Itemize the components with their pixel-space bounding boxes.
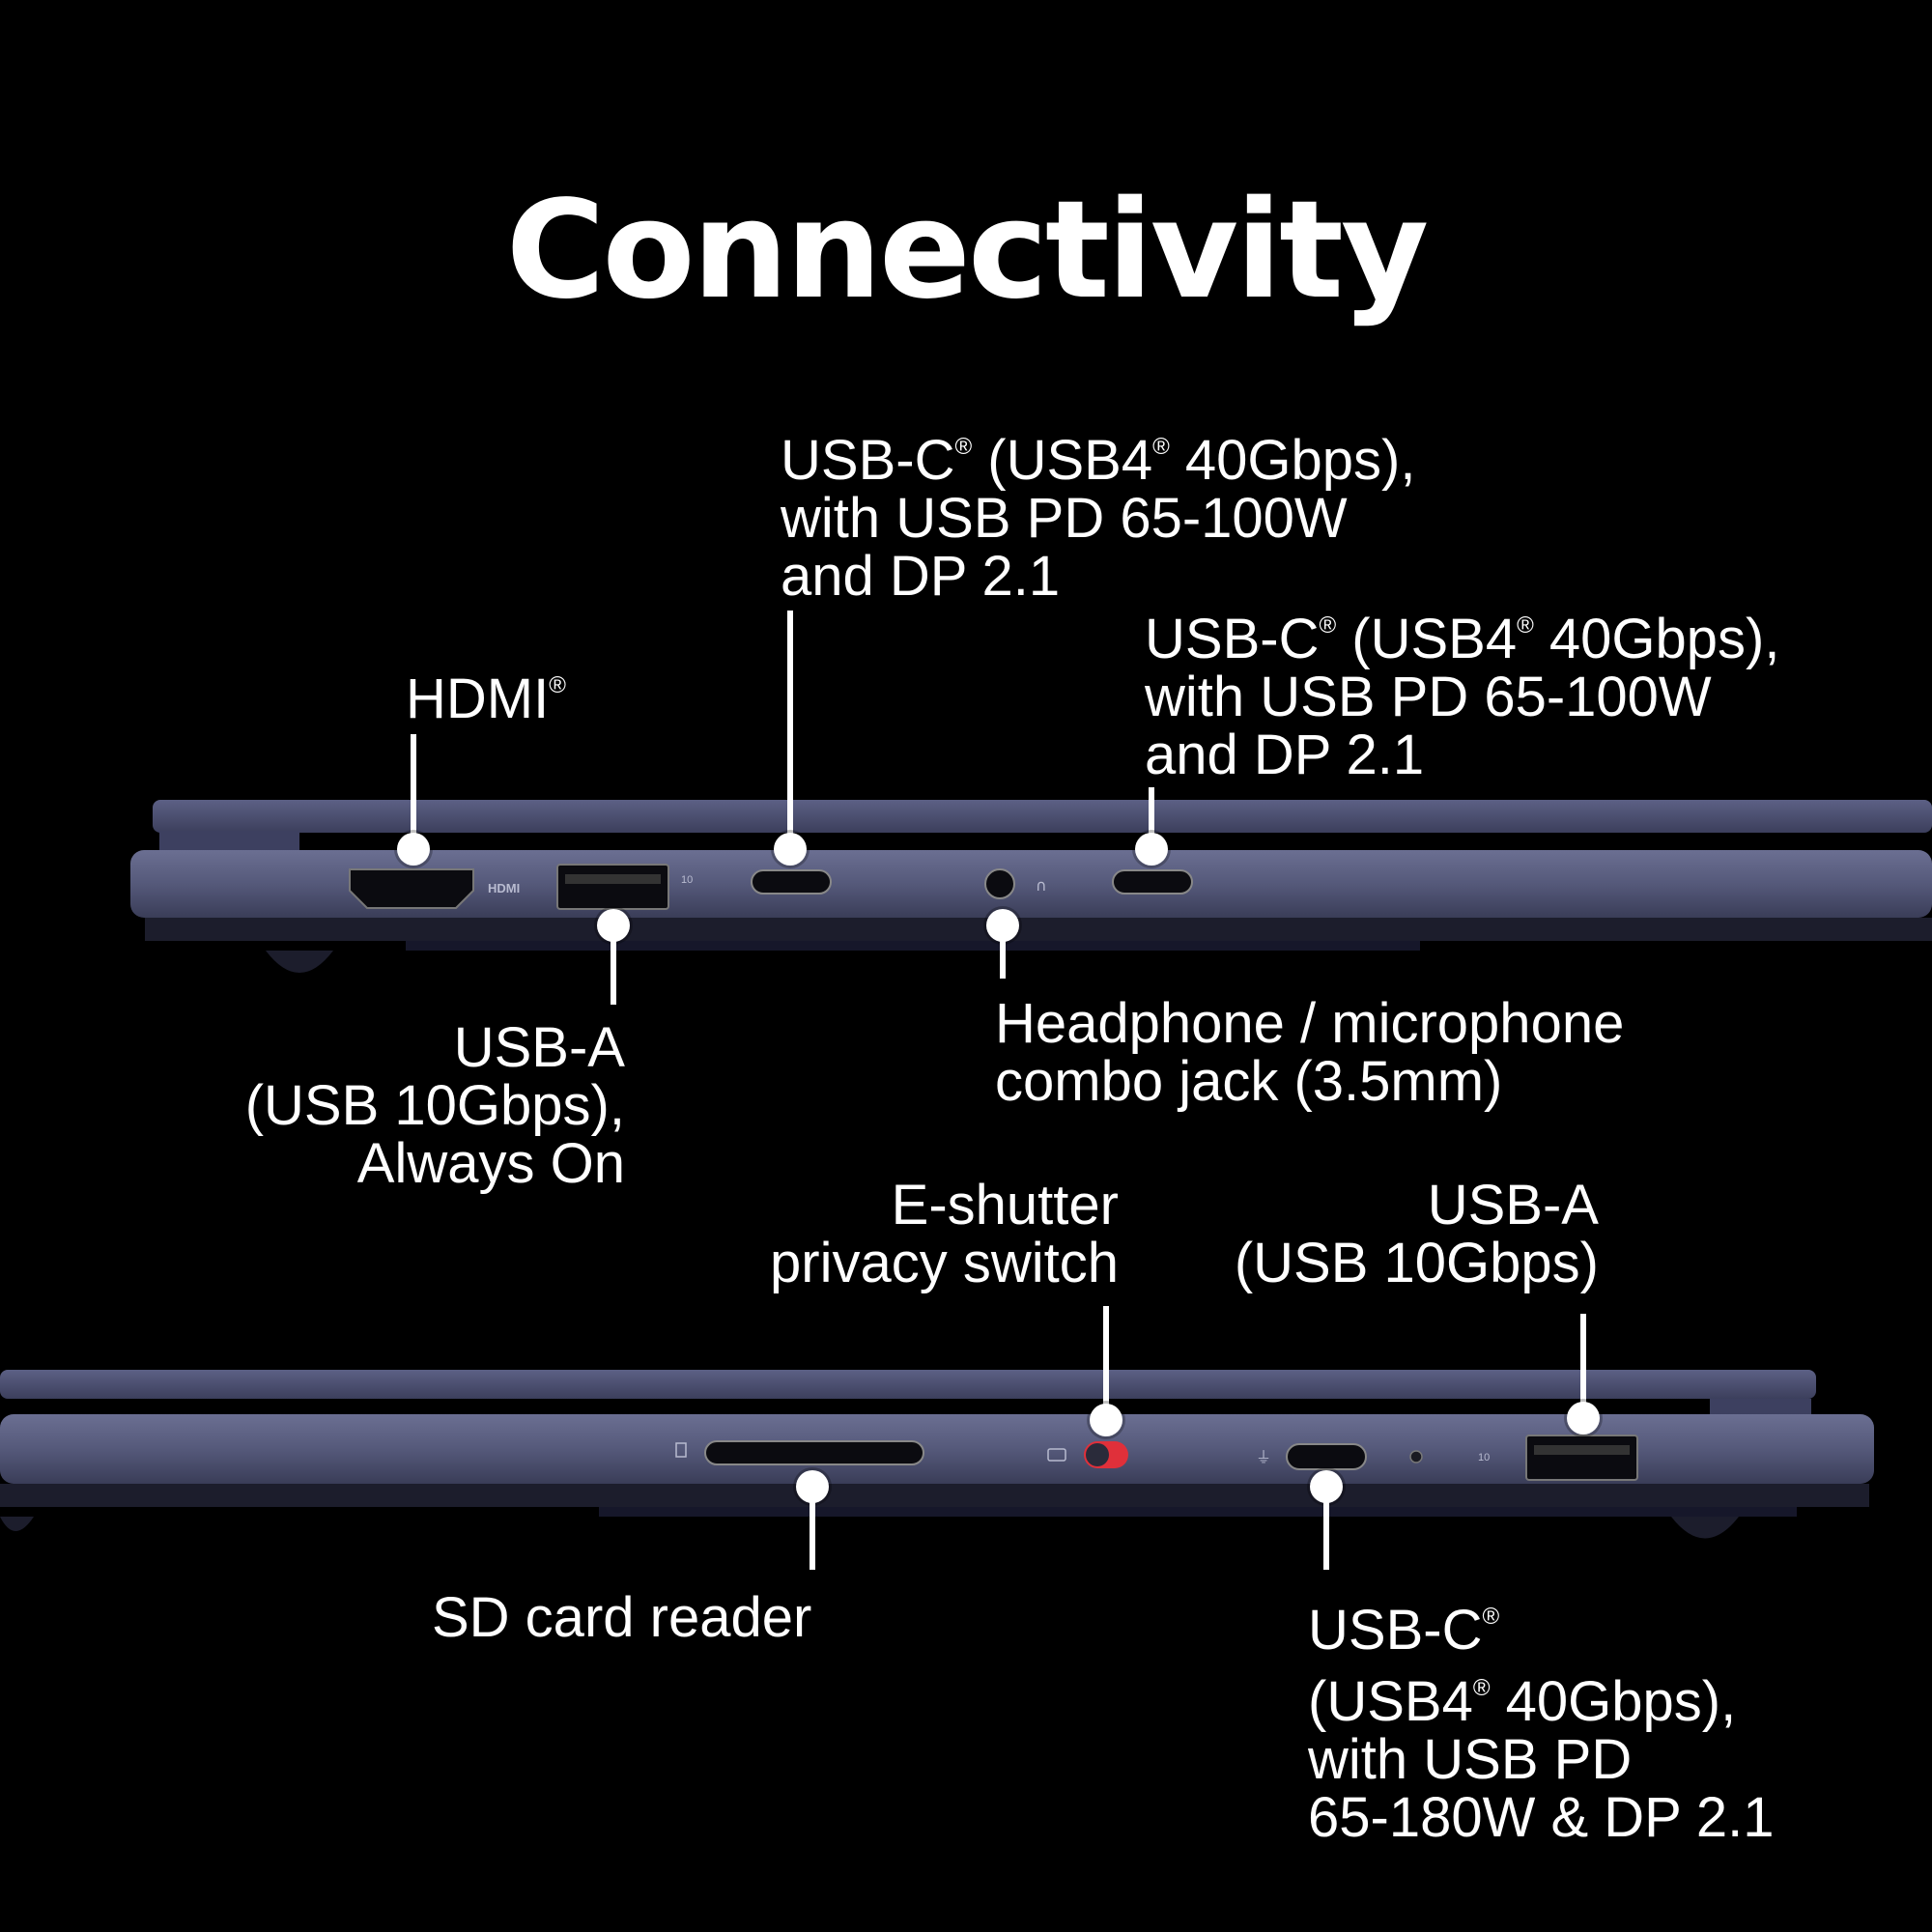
callout-dot-hdmi	[397, 833, 430, 866]
page-title: Connectivity	[505, 172, 1430, 329]
svg-text:10: 10	[1478, 1452, 1490, 1463]
label-usb-c-top-2: USB-C® (USB4® 40Gbps),with USB PD 65-100…	[1145, 608, 1780, 786]
hdmi-marking: HDMI	[488, 881, 520, 895]
audio-jack	[984, 868, 1015, 899]
leader-line-usb-c-bottom	[1323, 1488, 1329, 1570]
callout-dot-eshutter	[1090, 1404, 1122, 1436]
label-sd-card: SD card reader	[432, 1586, 812, 1649]
hdmi-port	[349, 868, 474, 909]
laptop-right-side: ⏚ 10	[0, 1370, 1874, 1539]
label-hdmi: HDMI®	[406, 668, 566, 730]
laptop-left-side: HDMI 10 ∩	[130, 800, 1932, 973]
label-usb-a-bottom: USB-A(USB 10Gbps)	[1234, 1174, 1599, 1294]
svg-text:10: 10	[681, 874, 693, 886]
usb-a-port-right	[1525, 1435, 1638, 1481]
callout-dot-usb-c-top-1	[774, 833, 807, 866]
status-led	[1409, 1450, 1423, 1463]
leader-line-usb-c-top-1	[787, 611, 793, 852]
label-usb-c-top-1: USB-C® (USB4® 40Gbps),with USB PD 65-100…	[781, 429, 1416, 608]
sd-card-slot	[704, 1440, 924, 1465]
leader-line-usb-a-top	[611, 927, 616, 1005]
leader-line-eshutter	[1103, 1306, 1109, 1420]
callout-dot-usb-a-bottom	[1567, 1402, 1600, 1435]
usb-a-port-left	[556, 864, 669, 910]
leader-line-sd-card	[810, 1488, 815, 1570]
svg-text:⏚: ⏚	[1256, 1448, 1271, 1466]
leader-line-usb-c-top-2	[1149, 787, 1154, 850]
callout-dot-usb-c-top-2	[1135, 833, 1168, 866]
leader-line-usb-a-bottom	[1580, 1314, 1586, 1420]
leader-line-headphone	[1000, 927, 1006, 979]
usb-c-port-left-2	[1112, 869, 1193, 895]
leader-line-hdmi	[411, 734, 416, 850]
svg-text:∩: ∩	[1036, 876, 1047, 895]
label-usb-a-top: USB-A(USB 10Gbps),Always On	[244, 1016, 625, 1195]
usb-c-port-left-1	[751, 869, 832, 895]
usb-c-port-right	[1286, 1443, 1367, 1470]
